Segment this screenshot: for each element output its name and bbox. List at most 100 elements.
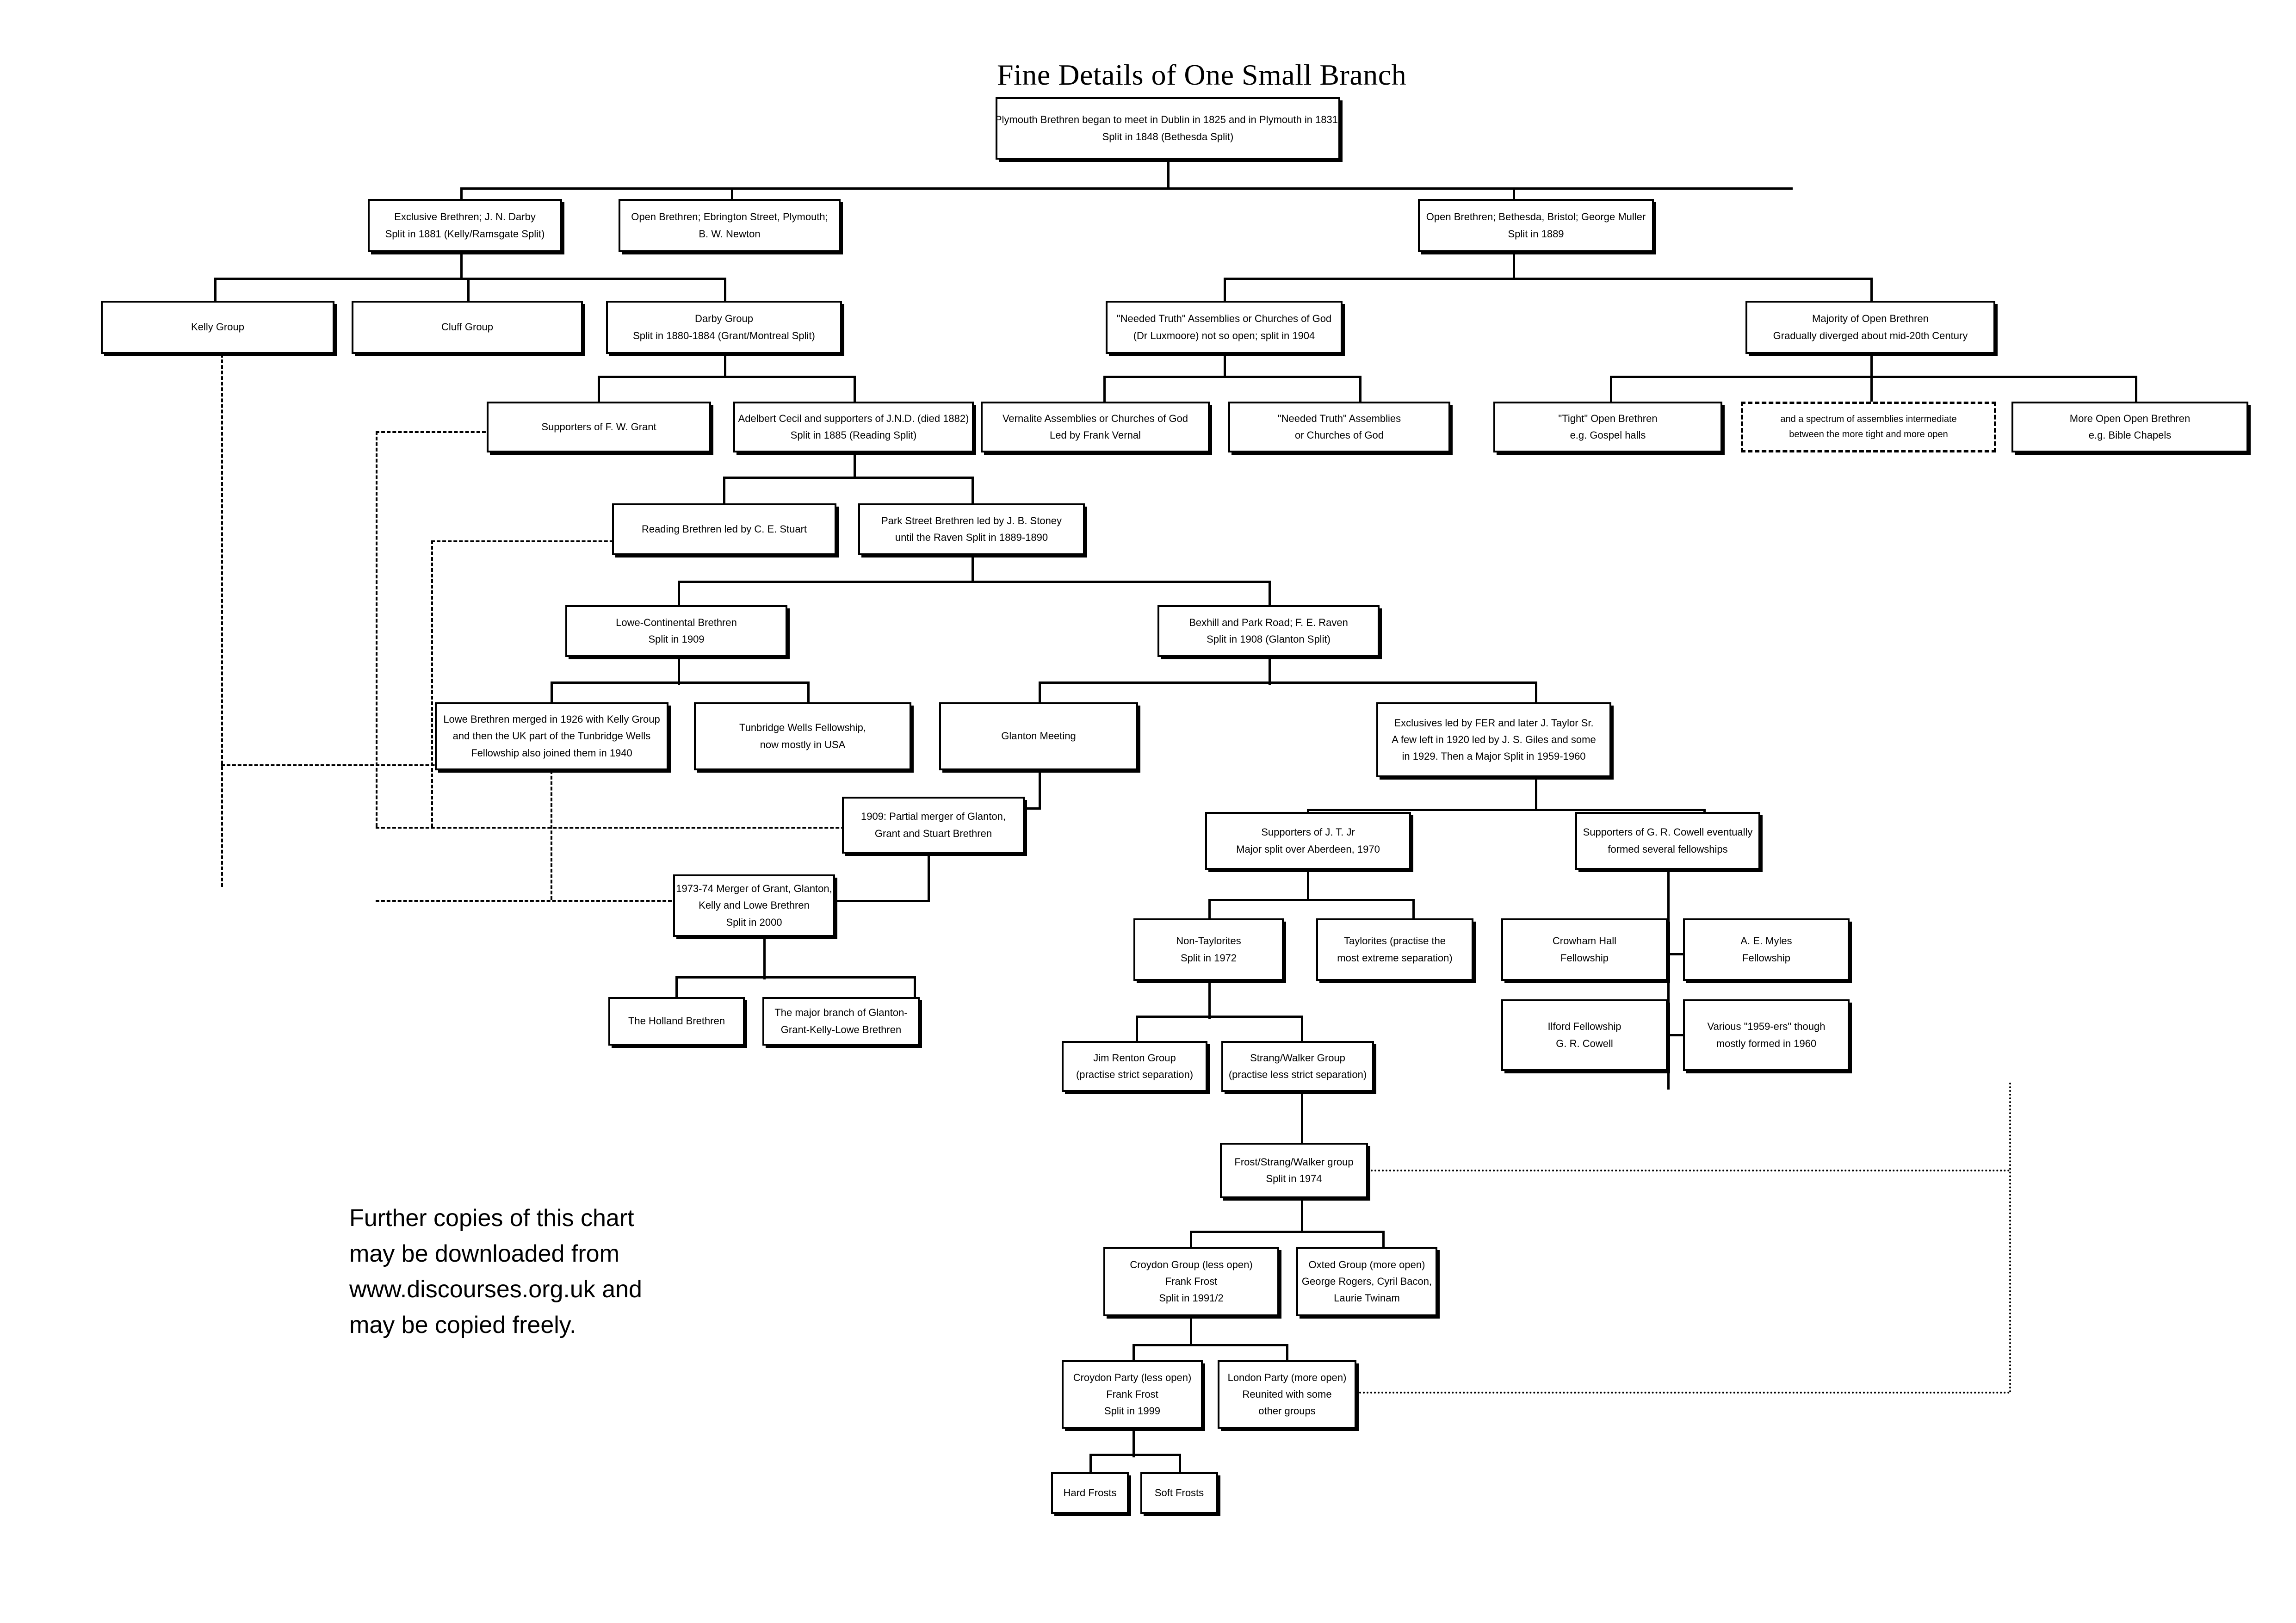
node-majority-open-brethren[interactable]: Majority of Open Brethren Gradually dive… <box>1745 301 1995 354</box>
node-non-taylorites[interactable]: Non-Taylorites Split in 1972 <box>1133 918 1284 981</box>
node-vernalite-assemblies[interactable]: Vernalite Assemblies or Churches of God … <box>981 402 1210 452</box>
node-darby-group[interactable]: Darby Group Split in 1880-1884 (Grant/Mo… <box>606 301 842 354</box>
dotted-connector-reunion <box>2009 1083 2011 1393</box>
node-lowe-brethren-merged[interactable]: Lowe Brethren merged in 1926 with Kelly … <box>435 702 668 770</box>
connector <box>1870 278 1873 301</box>
connector <box>1190 1231 1384 1233</box>
node-oxted-group[interactable]: Oxted Group (more open) George Rogers, C… <box>1296 1247 1437 1316</box>
node-supporters-gr-cowell[interactable]: Supporters of G. R. Cowell eventually fo… <box>1575 812 1760 870</box>
connector <box>675 976 678 1000</box>
dashed-connector-lowe <box>551 770 552 900</box>
node-various-1959ers[interactable]: Various "1959-ers" though mostly formed … <box>1683 999 1850 1071</box>
connector <box>678 581 1270 583</box>
node-holland-brethren[interactable]: The Holland Brethren <box>608 997 745 1046</box>
node-supporters-jt-jr[interactable]: Supporters of J. T. Jr Major split over … <box>1205 812 1411 870</box>
node-soft-frosts[interactable]: Soft Frosts <box>1140 1472 1218 1514</box>
dashed-connector-reading <box>431 540 725 542</box>
connector <box>1103 376 1360 378</box>
connector <box>1535 681 1537 704</box>
connector <box>1103 376 1106 403</box>
node-merger-1973-74[interactable]: 1973-74 Merger of Grant, Glanton, Kelly … <box>673 874 835 937</box>
node-kelly-group[interactable]: Kelly Group <box>101 301 334 354</box>
connector <box>1089 1454 1180 1456</box>
node-ae-myles-fellowship[interactable]: A. E. Myles Fellowship <box>1683 918 1850 981</box>
connector <box>1359 376 1362 403</box>
connector <box>1224 352 1226 377</box>
connector <box>1208 899 1414 901</box>
connector <box>807 681 810 704</box>
node-ilford-fellowship[interactable]: Ilford Fellowship G. R. Cowell <box>1501 999 1668 1071</box>
connector <box>928 854 930 902</box>
node-park-street-brethren[interactable]: Park Street Brethren led by J. B. Stoney… <box>858 503 1085 555</box>
connector <box>1190 1316 1192 1346</box>
node-cluff-group[interactable]: Cluff Group <box>352 301 583 354</box>
connector <box>1667 870 1670 1090</box>
connector <box>836 900 929 902</box>
node-tunbridge-wells-fellowship[interactable]: Tunbridge Wells Fellowship, now mostly i… <box>694 702 911 770</box>
connector <box>598 376 854 378</box>
connector <box>1208 899 1211 920</box>
connector <box>1667 953 1686 955</box>
connector <box>1301 1016 1303 1043</box>
node-exclusives-fer[interactable]: Exclusives led by FER and later J. Taylo… <box>1376 702 1611 777</box>
connector <box>854 376 856 403</box>
footer-line-2: may be downloaded from <box>349 1240 619 1267</box>
node-reading-brethren[interactable]: Reading Brethren led by C. E. Stuart <box>612 503 836 555</box>
connector <box>467 278 470 301</box>
dashed-connector-kelly <box>221 354 223 887</box>
node-jim-renton-group[interactable]: Jim Renton Group (practise strict separa… <box>1062 1041 1207 1092</box>
dotted-connector-reunion <box>1355 1392 2010 1394</box>
node-croydon-group[interactable]: Croydon Group (less open) Frank Frost Sp… <box>1103 1247 1279 1316</box>
node-supporters-fw-grant[interactable]: Supporters of F. W. Grant <box>487 402 711 452</box>
node-needed-truth-assemblies-2[interactable]: "Needed Truth" Assemblies or Churches of… <box>1228 402 1450 452</box>
connector <box>723 477 725 504</box>
connector <box>1179 1454 1181 1474</box>
node-lowe-continental-brethren[interactable]: Lowe-Continental Brethren Split in 1909 <box>565 605 787 657</box>
node-open-brethren-ebrington[interactable]: Open Brethren; Ebrington Street, Plymout… <box>619 199 841 252</box>
connector <box>1039 770 1041 810</box>
connector <box>460 187 1793 190</box>
connector <box>1269 581 1271 607</box>
dashed-connector-grant <box>376 431 378 827</box>
node-hard-frosts[interactable]: Hard Frosts <box>1051 1472 1129 1514</box>
dashed-connector-kelly <box>221 764 473 766</box>
node-bexhill-park-road[interactable]: Bexhill and Park Road; F. E. Raven Split… <box>1157 605 1380 657</box>
connector <box>214 278 217 301</box>
connector <box>551 681 809 684</box>
connector <box>1224 278 1871 280</box>
node-root[interactable]: Plymouth Brethren began to meet in Dubli… <box>995 97 1341 160</box>
footer-credit: Further copies of this chart may be down… <box>349 1201 642 1343</box>
node-exclusive-brethren[interactable]: Exclusive Brethren; J. N. Darby Split in… <box>368 199 562 252</box>
node-frost-strang-walker-group[interactable]: Frost/Strang/Walker group Split in 1974 <box>1220 1143 1368 1198</box>
node-spectrum-of-assemblies[interactable]: and a spectrum of assemblies intermediat… <box>1741 402 1996 452</box>
connector <box>2135 376 2137 403</box>
connector <box>1647 1034 1689 1036</box>
connector <box>1039 681 1536 684</box>
node-glanton-meeting[interactable]: Glanton Meeting <box>939 702 1138 770</box>
node-major-branch[interactable]: The major branch of Glanton- Grant-Kelly… <box>762 997 920 1046</box>
connector <box>598 376 600 403</box>
node-needed-truth-assemblies[interactable]: "Needed Truth" Assemblies or Churches of… <box>1106 301 1343 354</box>
connector <box>1133 1344 1135 1363</box>
connector <box>854 452 856 478</box>
connector <box>1513 252 1515 280</box>
node-london-party[interactable]: London Party (more open) Reunited with s… <box>1218 1360 1356 1429</box>
connector <box>551 681 553 704</box>
node-tight-open-brethren[interactable]: "Tight" Open Brethren e.g. Gospel halls <box>1493 402 1722 452</box>
connector <box>1535 777 1537 811</box>
dashed-connector-lowe <box>376 900 672 902</box>
node-taylorites[interactable]: Taylorites (practise the most extreme se… <box>1316 918 1473 981</box>
connector <box>1382 1231 1385 1250</box>
connector <box>1286 1344 1288 1363</box>
node-partial-merger-1909[interactable]: 1909: Partial merger of Glanton, Grant a… <box>842 797 1025 854</box>
node-croydon-party[interactable]: Croydon Party (less open) Frank Frost Sp… <box>1062 1360 1203 1429</box>
connector <box>724 352 726 377</box>
connector <box>724 278 726 301</box>
connector <box>1208 981 1211 1019</box>
node-strang-walker-group[interactable]: Strang/Walker Group (practise less stric… <box>1221 1041 1374 1092</box>
node-crowham-hall-fellowship[interactable]: Crowham Hall Fellowship <box>1501 918 1668 981</box>
node-open-brethren-bethesda[interactable]: Open Brethren; Bethesda, Bristol; George… <box>1418 199 1654 252</box>
node-more-open-open-brethren[interactable]: More Open Open Brethren e.g. Bible Chape… <box>2011 402 2248 452</box>
node-adelbert-cecil[interactable]: Adelbert Cecil and supporters of J.N.D. … <box>733 402 974 452</box>
